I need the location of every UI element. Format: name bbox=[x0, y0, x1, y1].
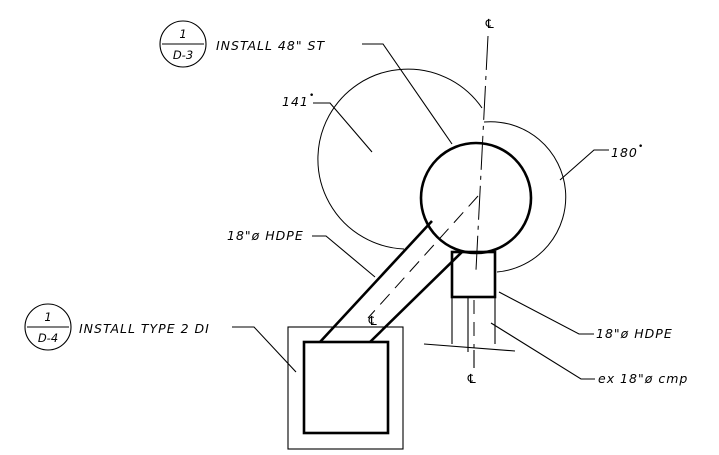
angle-arc-141 bbox=[317, 68, 483, 250]
pipe-centerline bbox=[367, 195, 479, 319]
inlet-inner-grate bbox=[302, 340, 390, 435]
match-line bbox=[423, 343, 516, 352]
existing-cmp-pipe bbox=[423, 250, 516, 368]
pipe-stub-box bbox=[450, 250, 497, 299]
install-inlet-label: INSTALL TYPE 2 DI bbox=[79, 321, 210, 336]
type-2-inlet bbox=[287, 326, 404, 450]
leader-hdpe-lower bbox=[498, 291, 594, 335]
callout-sheet-ref: D-3 bbox=[173, 48, 193, 62]
inlet-outer-box bbox=[287, 326, 404, 450]
callout-bubble-circle bbox=[159, 20, 207, 68]
angle-arc-180 bbox=[483, 121, 567, 273]
pipe-wall-upper bbox=[319, 220, 433, 343]
hdpe-pipe-to-inlet bbox=[319, 195, 479, 343]
install-structure-label: INSTALL 48" ST bbox=[216, 38, 325, 53]
leader-install-inlet bbox=[232, 326, 297, 373]
leader-install-structure bbox=[362, 43, 453, 145]
existing-cmp-label: ex 18"ø cmp bbox=[598, 371, 688, 386]
leader-angle-141 bbox=[313, 102, 373, 153]
hdpe-label-upper: 18"ø HDPE bbox=[227, 228, 304, 243]
detail-callout-d4: 1 D-4 bbox=[24, 303, 72, 351]
centerline-symbol-pipe: ℄ bbox=[367, 313, 379, 328]
centerline-vertical bbox=[475, 35, 489, 271]
angle-label-180: 180 bbox=[611, 145, 638, 160]
hdpe-label-lower: 18"ø HDPE bbox=[596, 326, 673, 341]
callout-detail-number: 1 bbox=[179, 27, 186, 41]
callout-bubble-circle bbox=[24, 303, 72, 351]
leader-hdpe-upper bbox=[312, 235, 376, 278]
centerline-symbol-top: ℄ bbox=[484, 16, 496, 31]
leader-existing-cmp bbox=[490, 322, 595, 380]
leader-angle-180 bbox=[559, 149, 609, 181]
detail-callout-d3: 1 D-3 bbox=[159, 20, 207, 68]
angle-degree-mark-180: • bbox=[638, 142, 643, 152]
callout-detail-number: 1 bbox=[44, 310, 51, 324]
angle-label-141: 141 bbox=[282, 94, 309, 109]
callout-sheet-ref: D-4 bbox=[38, 331, 58, 345]
angle-degree-mark-141: • bbox=[309, 91, 314, 101]
centerline-symbol-bottom: ℄ bbox=[466, 371, 478, 386]
